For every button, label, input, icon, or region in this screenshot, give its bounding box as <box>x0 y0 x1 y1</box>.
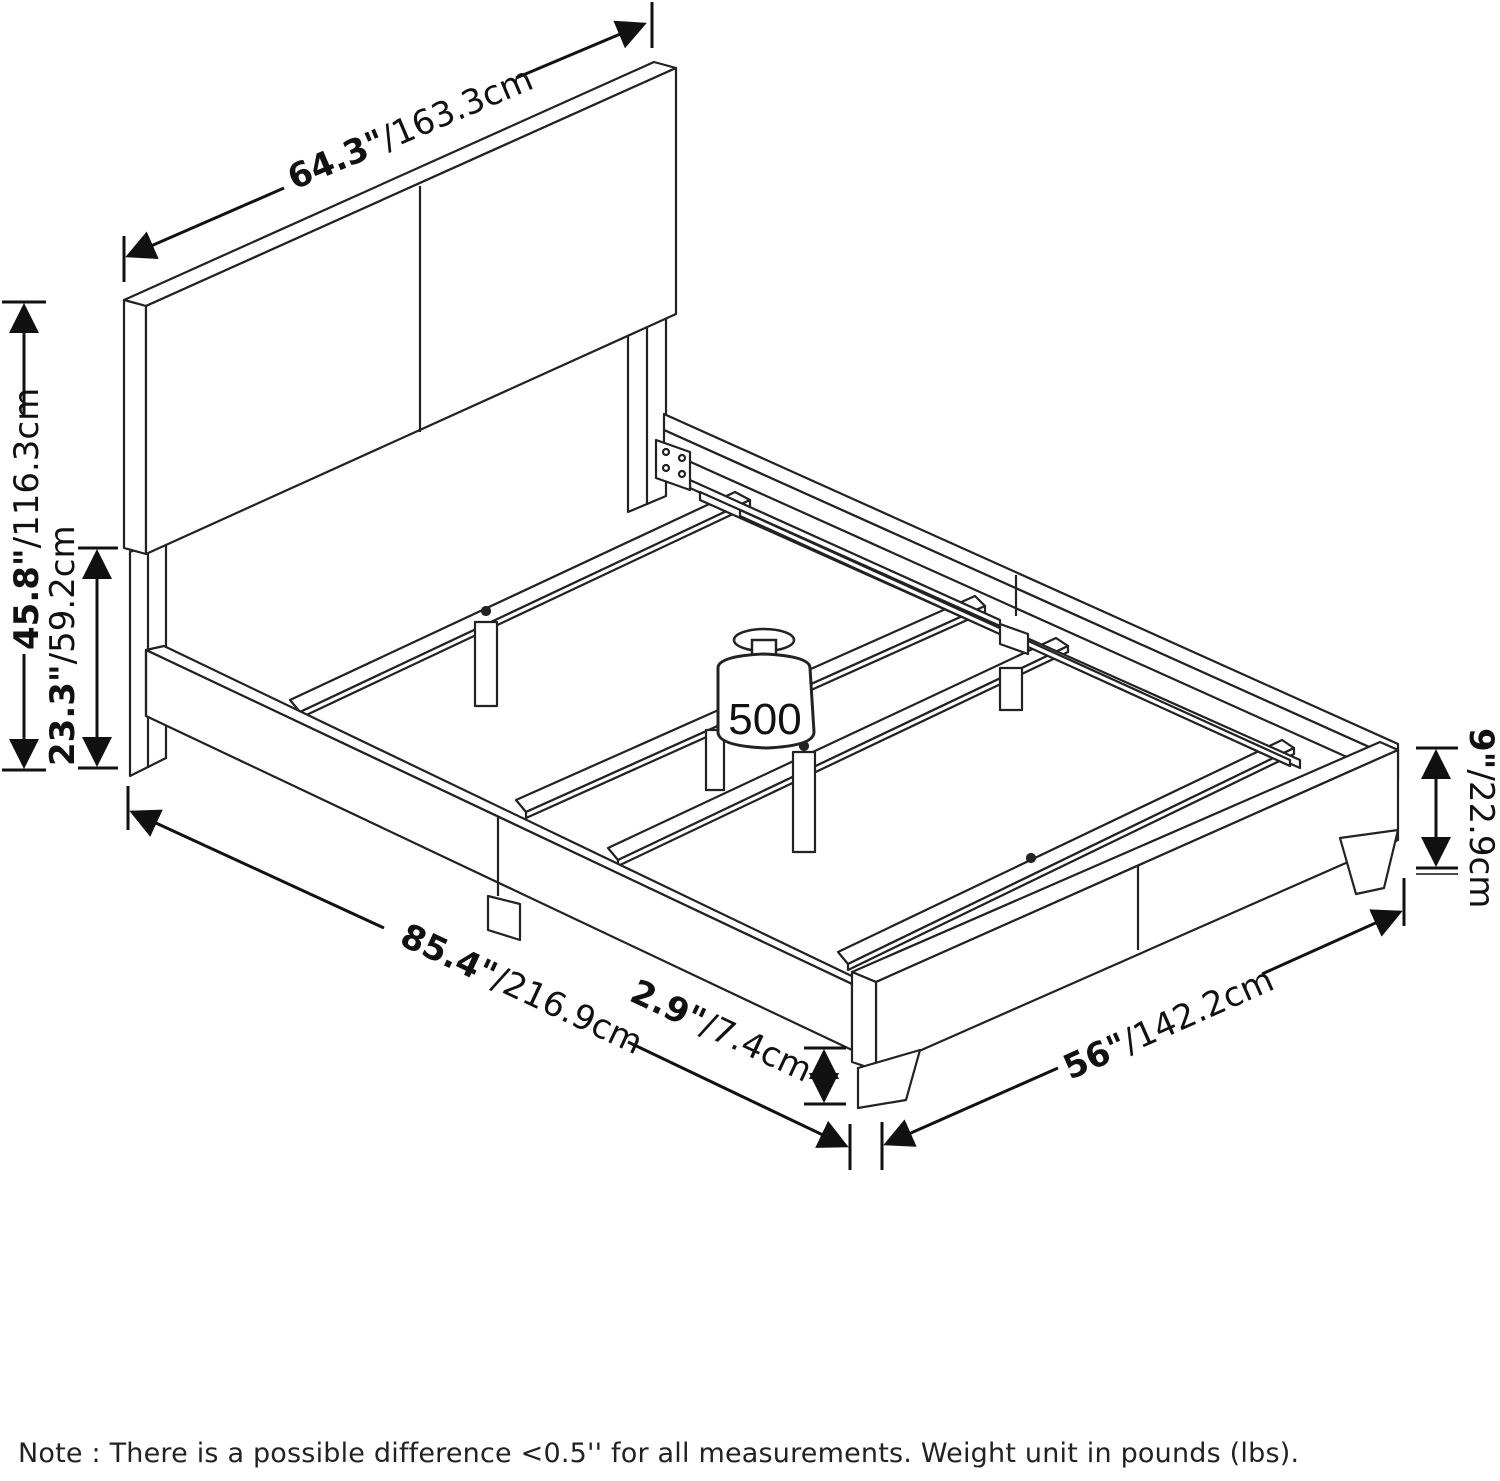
bed-illustration <box>122 60 1400 1110</box>
bracket-hardware <box>654 438 1030 656</box>
bed-legs <box>486 828 1400 1110</box>
total-height-label: 45.8"/116.3cm <box>7 388 47 650</box>
dimension-lines <box>2 2 1458 1170</box>
near-side-rail <box>144 644 862 1052</box>
frame-height-label: 9"/22.9cm <box>1461 728 1500 908</box>
measurement-note: Note : There is a possible difference <0… <box>18 1438 1300 1469</box>
headboard <box>122 60 678 556</box>
weight-capacity-icon: 500 <box>716 627 816 750</box>
headboard-clearance-label: 23.3"/59.2cm <box>43 525 83 766</box>
width-label: 56"/142.2cm <box>1057 960 1279 1088</box>
footboard <box>850 740 1400 1072</box>
support-legs <box>473 620 1024 854</box>
length-label: 85.4"/216.9cm <box>394 916 649 1063</box>
weight-capacity-label: 500 <box>728 695 801 744</box>
